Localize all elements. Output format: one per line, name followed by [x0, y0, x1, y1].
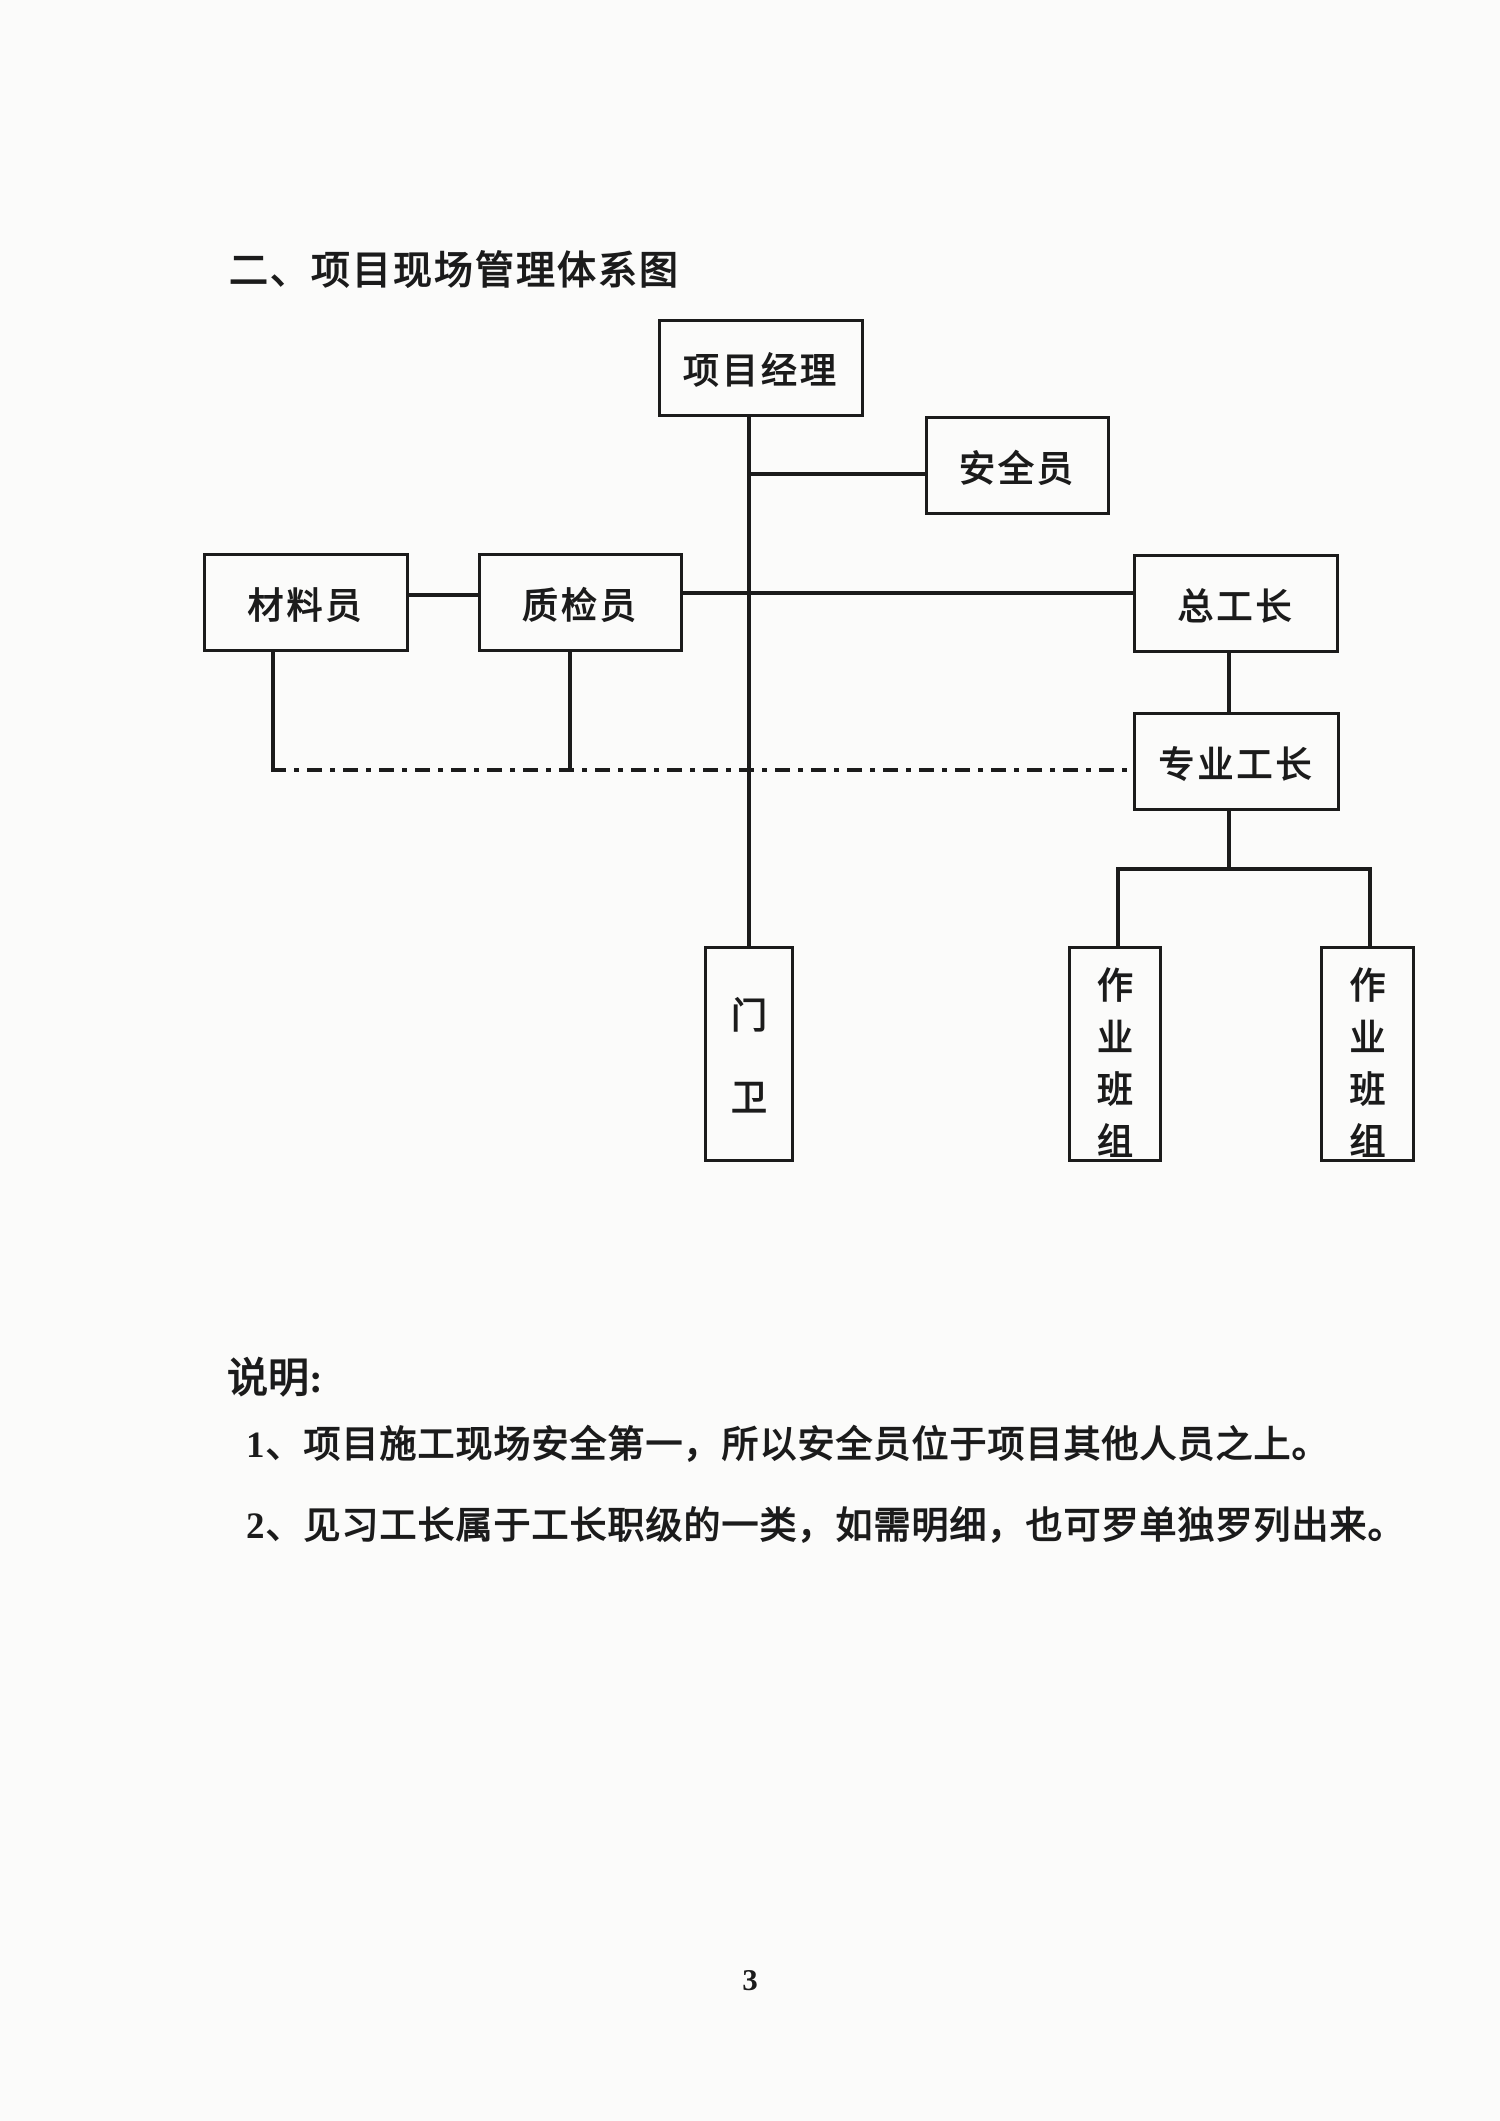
org-node-work-team-left: 作业班组: [1068, 946, 1162, 1162]
connector-material-drop: [271, 652, 275, 772]
org-node-label: 质检员: [521, 585, 639, 626]
connector-quality-to-chief: [683, 591, 1133, 595]
org-node-safety-officer: 安全员: [925, 416, 1110, 515]
org-node-label: 门卫: [730, 996, 767, 1118]
org-node-gate-guard: 门卫: [704, 946, 794, 1162]
org-node-label: 材料员: [247, 585, 365, 626]
connector-drop-team-left: [1116, 867, 1120, 946]
note-line-1: 1、项目施工现场安全第一，所以安全员位于项目其他人员之上。: [246, 1425, 1330, 1466]
page-number: 3: [742, 1962, 758, 1997]
connector-chief-to-pro: [1227, 652, 1231, 712]
connector-dashdot-line: [271, 768, 1133, 772]
org-node-chief-foreman: 总工长: [1133, 554, 1339, 653]
connector-quality-drop: [568, 652, 572, 772]
org-node-quality-inspector: 质检员: [478, 553, 683, 652]
connector-pm-to-safety: [747, 472, 925, 476]
org-node-label: 安全员: [958, 448, 1076, 489]
org-node-label: 总工长: [1177, 586, 1295, 627]
connector-teams-crossbar: [1116, 867, 1372, 871]
section-title: 二、项目现场管理体系图: [229, 250, 681, 293]
connector-drop-team-right: [1368, 867, 1372, 946]
org-node-label: 作业班组: [1349, 966, 1386, 1162]
org-node-label: 项目经理: [682, 351, 839, 391]
org-node-work-team-right: 作业班组: [1320, 946, 1415, 1162]
connector-pm-to-gate: [747, 416, 751, 946]
connector-material-to-quality: [409, 593, 478, 597]
org-node-material-clerk: 材料员: [203, 553, 409, 652]
org-node-specialty-foreman: 专业工长: [1133, 712, 1340, 811]
org-node-project-manager: 项目经理: [658, 319, 864, 417]
notes-heading: 说明:: [227, 1355, 323, 1401]
connector-pro-to-teams-stub: [1227, 810, 1231, 871]
org-node-label: 作业班组: [1096, 966, 1133, 1162]
org-node-label: 专业工长: [1158, 744, 1315, 785]
note-line-2: 2、见习工长属于工长职级的一类，如需明细，也可罗单独罗列出来。: [246, 1506, 1406, 1547]
